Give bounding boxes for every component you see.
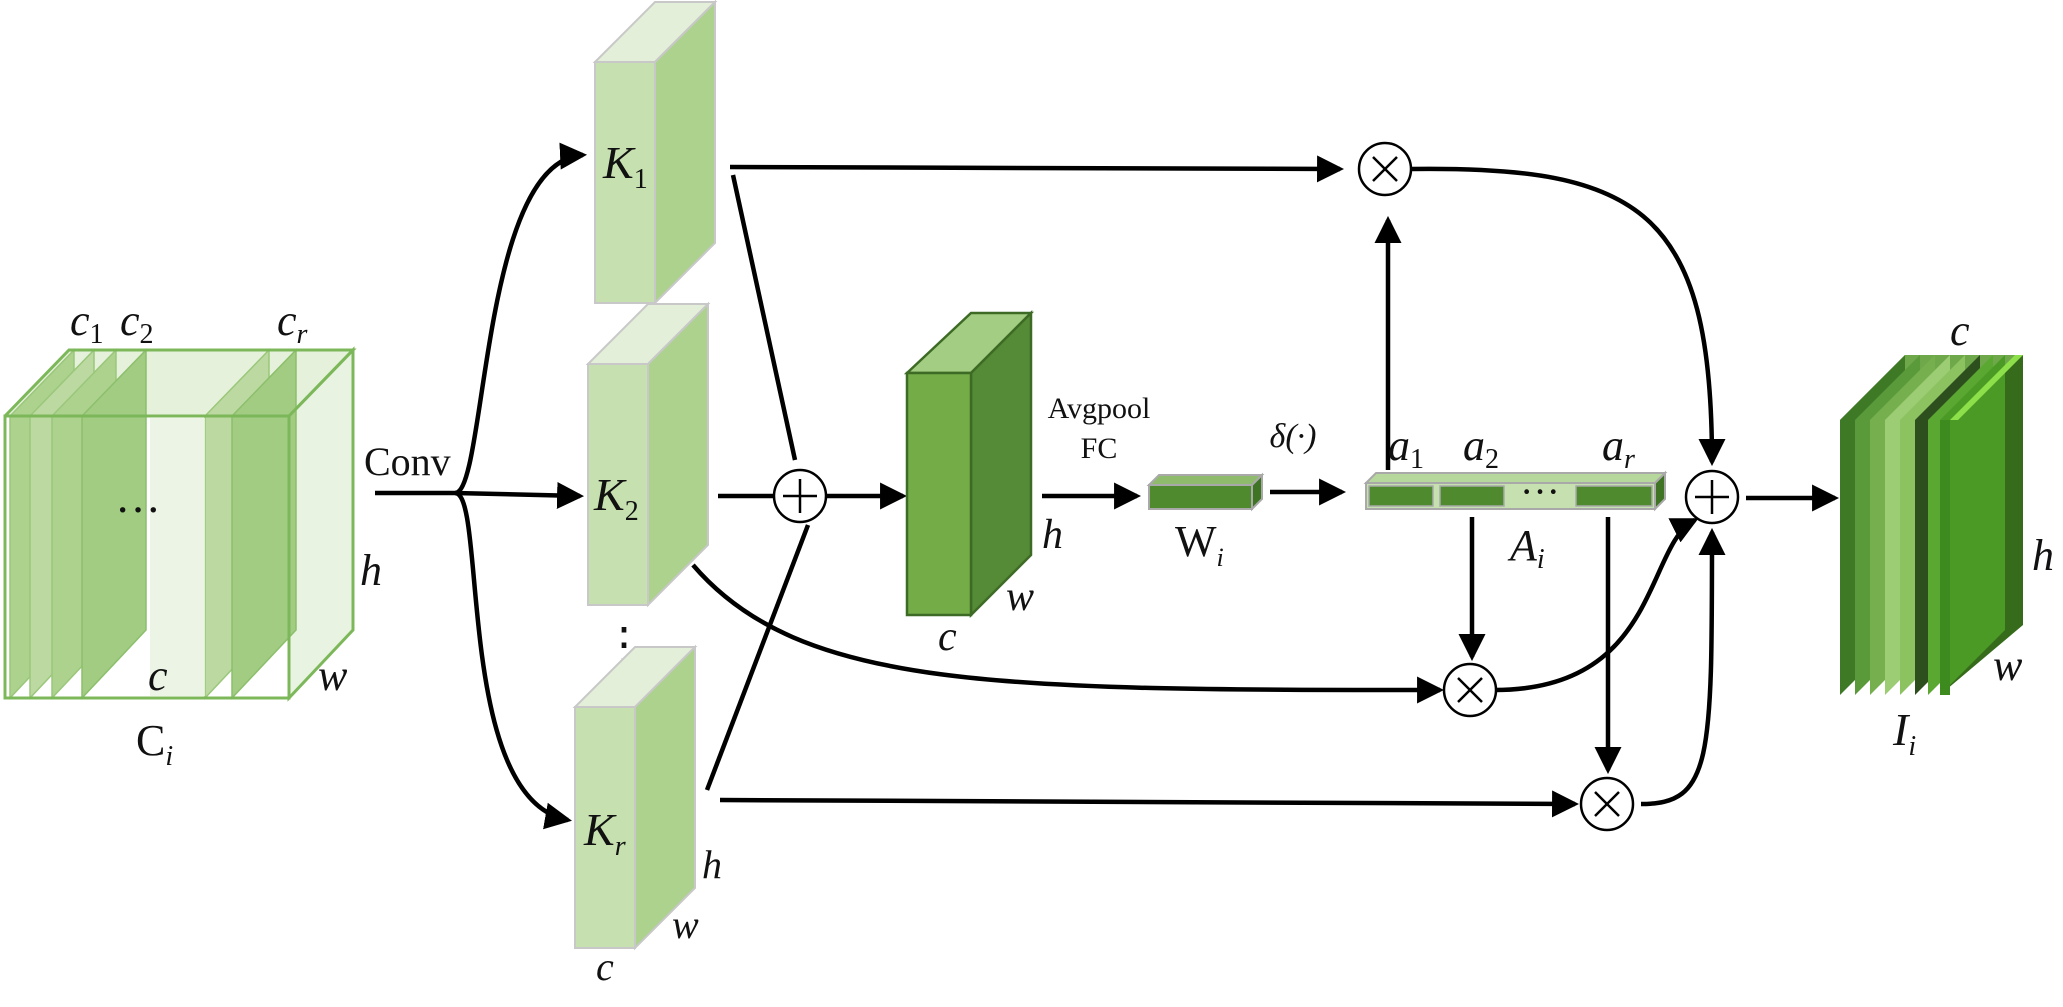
attention-label-A: Ai [1507,521,1545,575]
output-dim-w: w [1993,641,2023,690]
multiply-operator-k1 [1357,141,1413,197]
kr-dim-w: w [672,902,699,947]
input-ellipsis: ··· [115,484,161,535]
channel-label-c2: c2 [120,296,154,350]
k1-front [594,61,656,304]
arrow-k1-to-mult1 [729,155,1345,183]
fused-dim-w: w [1006,574,1034,620]
arrow-conv-to-k2 [454,481,585,509]
multiply-operator-kr [1579,776,1635,832]
arrow-conv-to-kr [454,490,572,830]
output-dim-c: c [1950,306,1970,355]
attention-vector: ··· a1 a2 ar Ai [1363,421,1668,575]
kr-front [574,706,636,949]
kr-dim-c: c [596,944,614,989]
output-tensor: c h w Ii [1840,306,2054,762]
fused-dim-h: h [1042,512,1063,558]
kr-dim-h: h [702,842,722,887]
arrow-k2-to-mult2 [691,563,1445,704]
conv-branches [375,142,588,830]
fc-label: FC [1081,432,1118,465]
arrow-conv-to-k1 [454,142,588,496]
input-dim-c: c [148,651,168,700]
fused-dim-c: c [938,614,957,660]
multiply-operator-k2 [1442,662,1498,718]
output-label: Ii [1892,704,1916,762]
attention-seg-a2 [1439,485,1505,507]
attention-seg-a1 [1368,485,1434,507]
output-dim-h: h [2032,531,2054,580]
input-middle-region [150,418,205,696]
line-k1-to-sum [730,174,798,461]
attention-label-a2: a2 [1463,421,1499,475]
input-label: Ci [136,716,173,772]
weight-vector: Wi [1146,472,1265,572]
avgpool-label: Avgpool [1048,392,1151,425]
input-dim-w: w [318,651,348,700]
attention-label-ar: ar [1602,421,1635,475]
arrow-mult1-to-final-sum [1410,166,1726,467]
output-slice [1940,355,2005,695]
kr-label: Kr [583,804,626,862]
k1-label: K1 [602,137,648,195]
attention-label-a1: a1 [1388,421,1424,475]
k2-front [587,363,649,606]
attention-seg-ar [1575,485,1653,507]
channel-label-cr: cr [277,296,308,350]
add-operator-merge [772,468,828,524]
weight-top [1146,474,1265,486]
fused-feature: h w c [903,309,1063,660]
output-front [1940,420,1950,695]
input-dim-h: h [360,546,382,595]
kernel-kr: Kr c h w [572,644,722,989]
arrow-mult2-to-final-sum [1494,517,1699,693]
line-kr-to-sum [704,524,811,791]
input-top-outline [3,348,357,418]
arrow-mult3-to-final-sum [1640,527,1726,807]
connections [691,155,1840,818]
k2-label: K2 [593,469,639,527]
kernel-k2: K2 [585,301,711,608]
arrow-kr-to-mult3 [719,790,1580,818]
input-front-outline [3,414,291,700]
weight-front [1148,484,1253,510]
weight-label: Wi [1175,517,1224,572]
input-tensor: ··· c1 c2 cr c h w Ci [3,296,382,772]
fused-front [905,371,973,617]
conv-label: Conv [364,439,451,484]
add-operator-final [1684,469,1740,525]
kernel-k1: K1 [592,0,718,306]
output-front-top-accent [1950,355,2023,420]
attention-dots: ··· [1520,469,1560,514]
channel-label-c1: c1 [70,296,104,350]
activation-label: δ(·) [1270,418,1317,455]
